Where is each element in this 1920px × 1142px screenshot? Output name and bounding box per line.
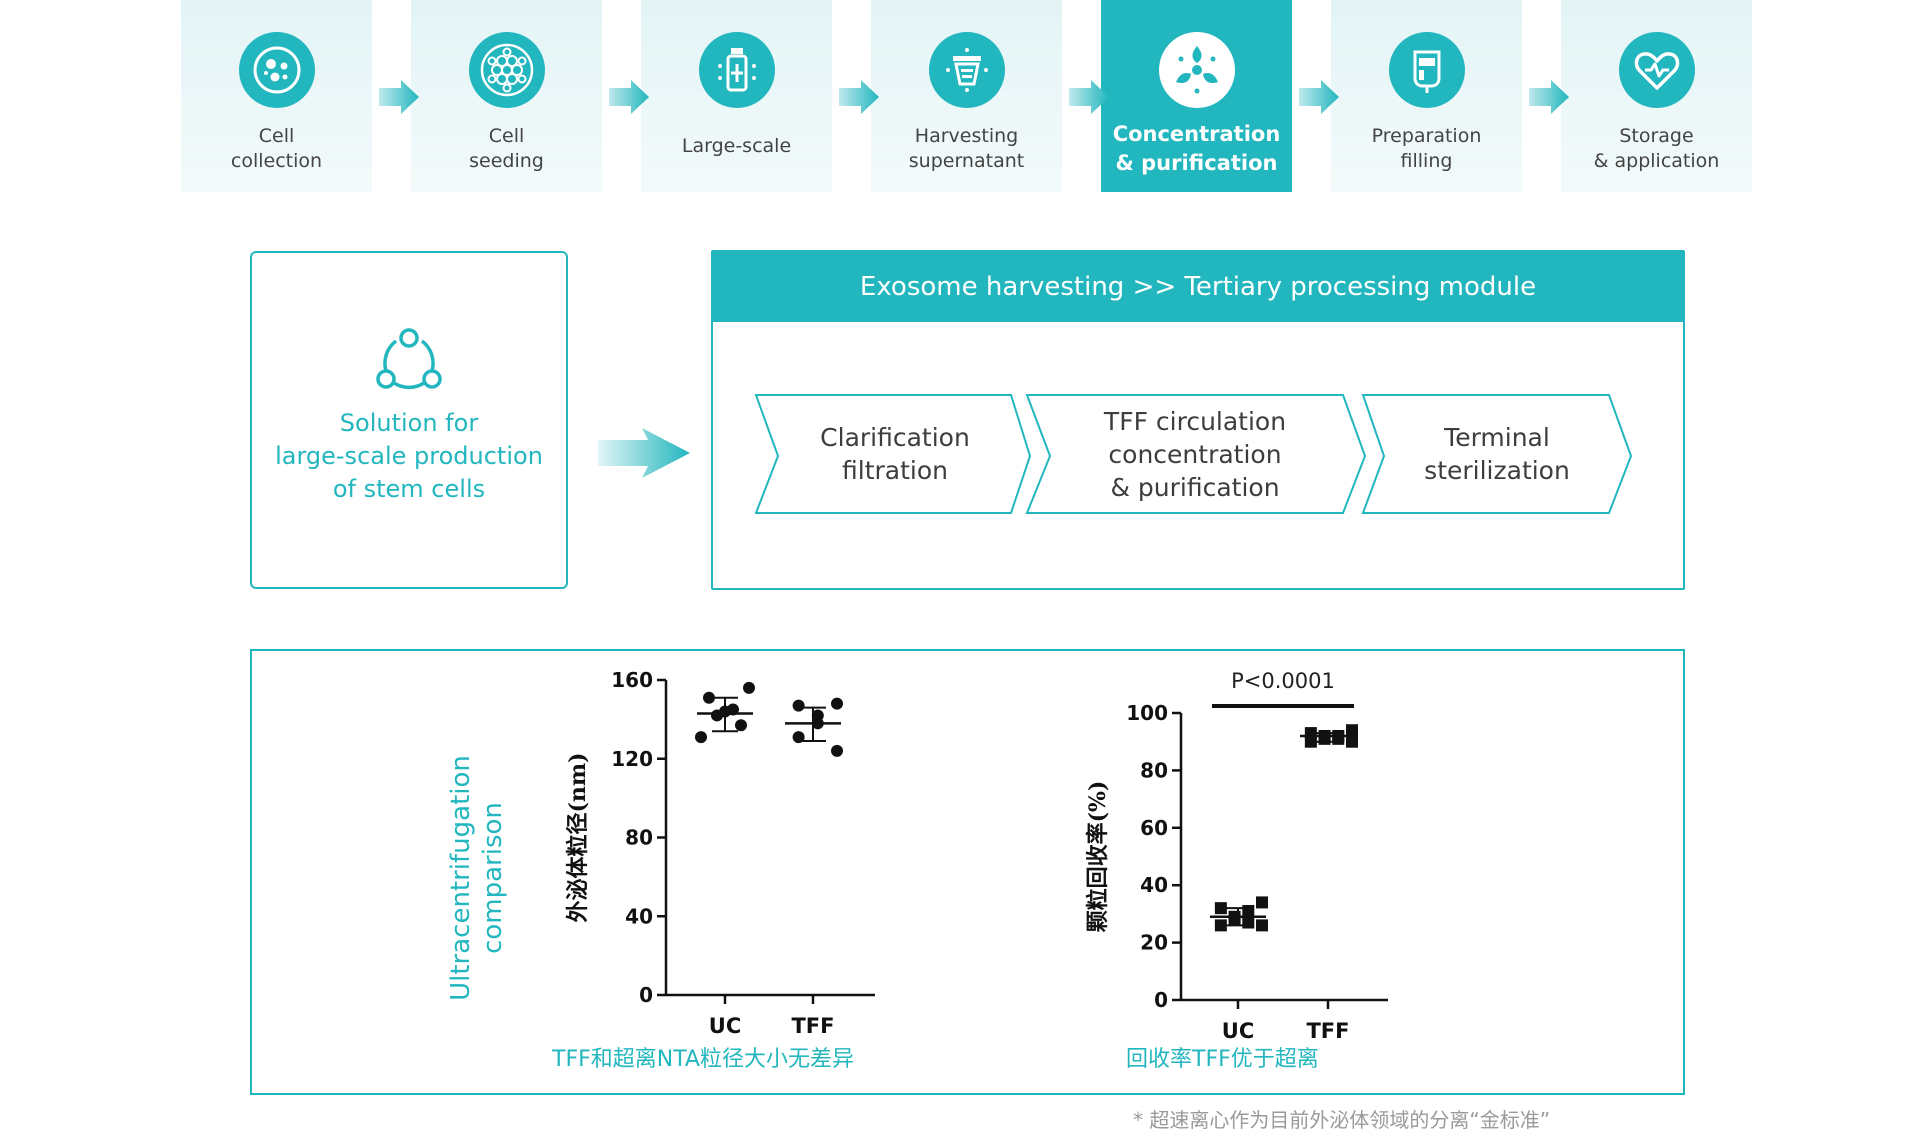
caption-right: 回收率TFF优于超离 [1126,1047,1319,1072]
comparison-box [250,649,1685,1095]
step-label: Cell seeding [469,125,544,172]
stage-label-tff: TFF circulation concentration & purifica… [1103,406,1287,502]
step-icon-circle [1158,32,1235,108]
step-arrow [1299,80,1339,114]
exosome-concentration-icon [1175,46,1218,94]
cell-seeding-icon [480,43,533,97]
process-steps: Cell collection Cell seeding [181,0,1752,192]
step-arrow [839,80,879,114]
step-icon-circle [698,32,775,108]
step-label: Cell collection [230,125,323,172]
step-icon-circle [1388,32,1465,108]
step-cell-collection: Cell collection [181,0,372,192]
stage-label-clarification: Clarification filtration [820,423,970,485]
solution-box: Solution for large-scale production of s… [250,251,568,589]
step-icon-circle [238,32,315,108]
step-label: Storage & application [1593,125,1720,172]
step-arrow [379,80,419,114]
module-title: Exosome harvesting >> Tertiary processin… [713,252,1683,322]
solution-text: Solution for large-scale production of s… [275,409,543,503]
blood-bag-icon [1413,50,1440,93]
step-large-scale: Large-scale [641,0,832,192]
footnote: * 超速离心作为目前外泌体领域的分离“金标准” [1133,1108,1551,1132]
comparison-side-title: Ultracentrifugation comparison [442,755,512,1001]
processing-module: Exosome harvesting >> Tertiary processin… [711,250,1685,590]
step-label: Concentration & purification [1112,122,1281,175]
cycle-nodes-icon [376,328,442,390]
step-cell-seeding: Cell seeding [411,0,602,192]
step-arrow [1529,80,1569,114]
step-arrow [1069,80,1109,114]
harvest-funnel-icon [945,48,988,92]
step-arrow [609,80,649,114]
step-concentration-purification: Concentration & purification [1101,0,1292,192]
cells-dish-icon [253,46,300,94]
flow-arrow-icon [598,428,690,478]
step-icon-circle [468,32,545,108]
step-harvesting-supernatant: Harvesting supernatant [871,0,1062,192]
heart-pulse-icon [1634,52,1679,90]
step-label: Preparation filling [1371,125,1482,172]
step-label: Large-scale [681,135,792,157]
step-preparation-filling: Preparation filling [1331,0,1522,192]
stage-label-sterilization: Terminal sterilization [1424,423,1570,485]
step-icon-circle [928,32,1005,108]
step-label: Harvesting supernatant [908,125,1025,172]
step-icon-circle [1618,32,1695,108]
comparison-title-text: Ultracentrifugation comparison [446,755,509,1001]
caption-left: TFF和超离NTA粒径大小无差异 [552,1047,854,1072]
bioreactor-icon [717,48,756,92]
step-storage-application: Storage & application [1561,0,1752,192]
